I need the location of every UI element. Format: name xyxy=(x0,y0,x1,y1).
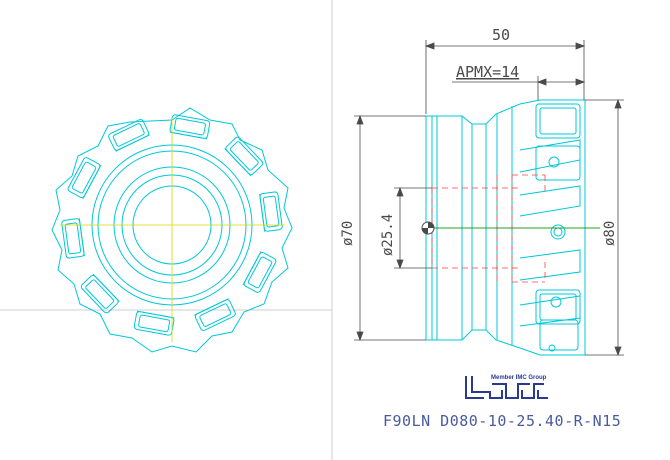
insert xyxy=(194,298,236,331)
dim-bore-diameter: ø25.4 xyxy=(380,214,396,256)
insert xyxy=(224,136,264,177)
side-view xyxy=(421,99,600,356)
dim-cutting-diameter: ø80 xyxy=(602,221,618,246)
logo-tagline: Member IMC Group xyxy=(491,375,547,381)
part-designation: F90LN D080-10-25.40-R-N15 xyxy=(383,412,622,430)
insert xyxy=(61,218,85,259)
insert xyxy=(80,273,120,314)
dim-body-diameter: ø70 xyxy=(340,221,356,246)
iscar-logo xyxy=(465,376,548,399)
insert xyxy=(133,310,175,336)
insert xyxy=(242,251,277,293)
front-centerlines xyxy=(60,118,285,342)
insert xyxy=(108,119,150,152)
dim-overall-length: 50 xyxy=(492,26,510,44)
insert xyxy=(259,191,283,232)
insert xyxy=(67,157,102,199)
insert xyxy=(169,114,211,140)
dimensions xyxy=(354,40,624,357)
dim-apmx: APMX=14 xyxy=(456,63,519,81)
